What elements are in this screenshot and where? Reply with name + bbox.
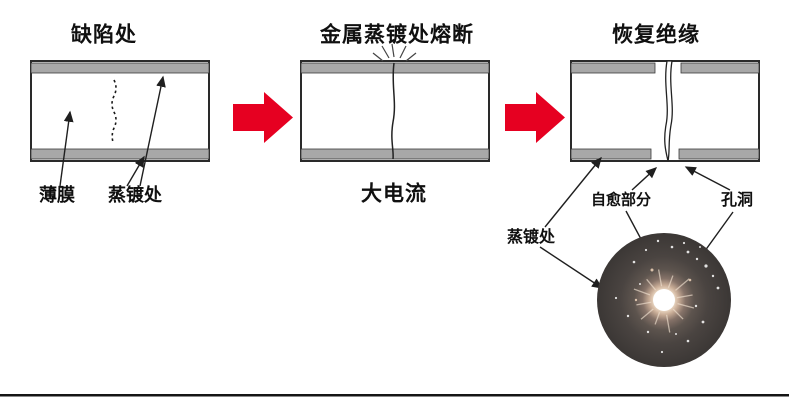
panel-title-restore: 恢复绝缘 [612, 22, 700, 47]
pointer-arrow-hole-crack [684, 166, 731, 191]
metallized-layer-bottom [30, 148, 210, 160]
pointer-arrow-metallized-bar [544, 156, 602, 228]
label-film: 薄膜 [39, 185, 75, 206]
photo-speckles-tan [634, 268, 692, 302]
label-hole: 孔洞 [720, 190, 754, 209]
film-cross-section-defect [30, 60, 210, 187]
metallized-layer-top-left [570, 62, 656, 74]
metallized-layer-bottom [300, 148, 490, 160]
film-cross-section-restored [539, 60, 760, 293]
photo-speckles [614, 239, 720, 354]
film-outline [30, 60, 210, 162]
spark-lines-icon [372, 43, 417, 62]
metallized-layer-bottom-right [678, 148, 760, 160]
panel-title-fuse: 金属蒸镀处熔断 [320, 22, 474, 47]
metallized-layer-top [30, 62, 210, 74]
defect-squiggle [111, 79, 117, 143]
crack-line [391, 62, 396, 160]
self-healing-photo [597, 233, 731, 367]
photo-streaks [633, 269, 695, 333]
film-cross-section-fuse [300, 43, 490, 162]
metallized-layer-top-right [680, 62, 760, 74]
metallized-layer-bottom-left [570, 148, 652, 160]
process-arrow-right-icon [233, 92, 293, 143]
pointer-arrow-metallized-photo [539, 246, 604, 289]
label-metallized-left: 蒸镀处 [108, 185, 162, 206]
pointer-arrow-selfhealed-bar [631, 167, 658, 191]
pointer-arrow-film [59, 110, 74, 187]
label-metallized-right: 蒸镀处 [506, 227, 556, 246]
label-self-healed: 自愈部分 [590, 190, 652, 209]
photo-hole-center [653, 289, 675, 311]
panel-title-defect: 缺陷处 [71, 22, 137, 47]
healed-crack-hole [664, 60, 673, 162]
process-arrow-right-icon [505, 92, 565, 143]
pointer-arrow-metallized-bottom [126, 155, 145, 187]
label-large-current: 大电流 [361, 181, 427, 206]
metallized-layer-top [300, 62, 490, 74]
bottom-divider [0, 394, 789, 397]
film-outline [300, 60, 490, 162]
